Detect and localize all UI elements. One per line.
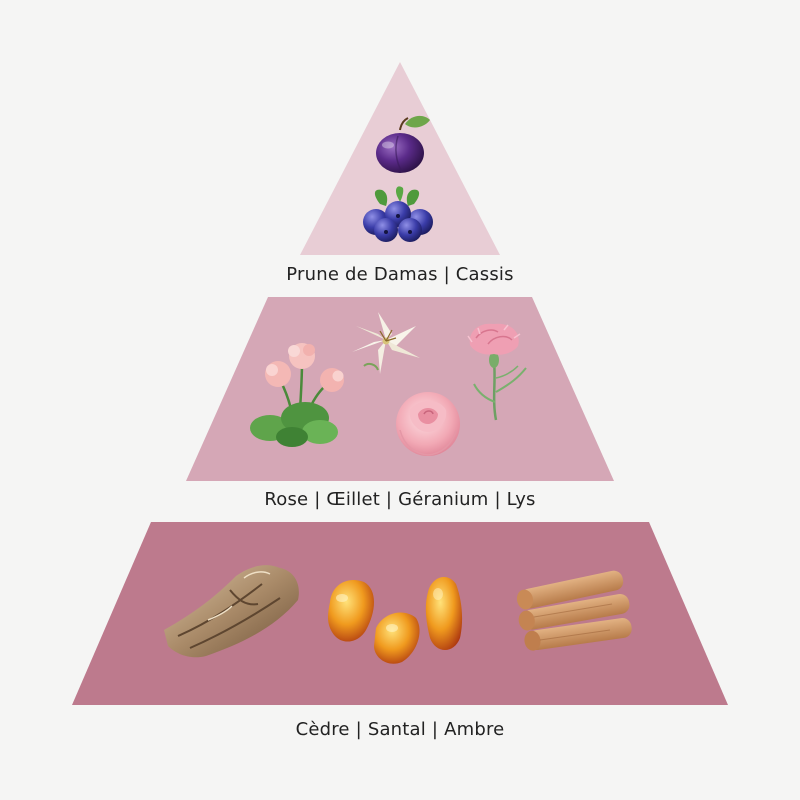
geranium-icon [250,343,344,447]
tier-middle-label: Rose | Œillet | Géranium | Lys [264,489,536,510]
tier-top-label: Prune de Damas | Cassis [286,264,514,285]
amber-stones-icon [328,577,463,664]
plum-icon [376,115,430,173]
blackcurrant-icon [363,186,433,242]
rose-icon [396,392,460,456]
carnation-icon [467,323,527,421]
cedar-bark-icon [164,565,299,658]
lily-icon [352,312,420,374]
sandalwood-sticks-icon [516,570,632,651]
tier-base-label: Cèdre | Santal | Ambre [295,719,505,740]
pyramid-tier-middle [186,297,614,481]
